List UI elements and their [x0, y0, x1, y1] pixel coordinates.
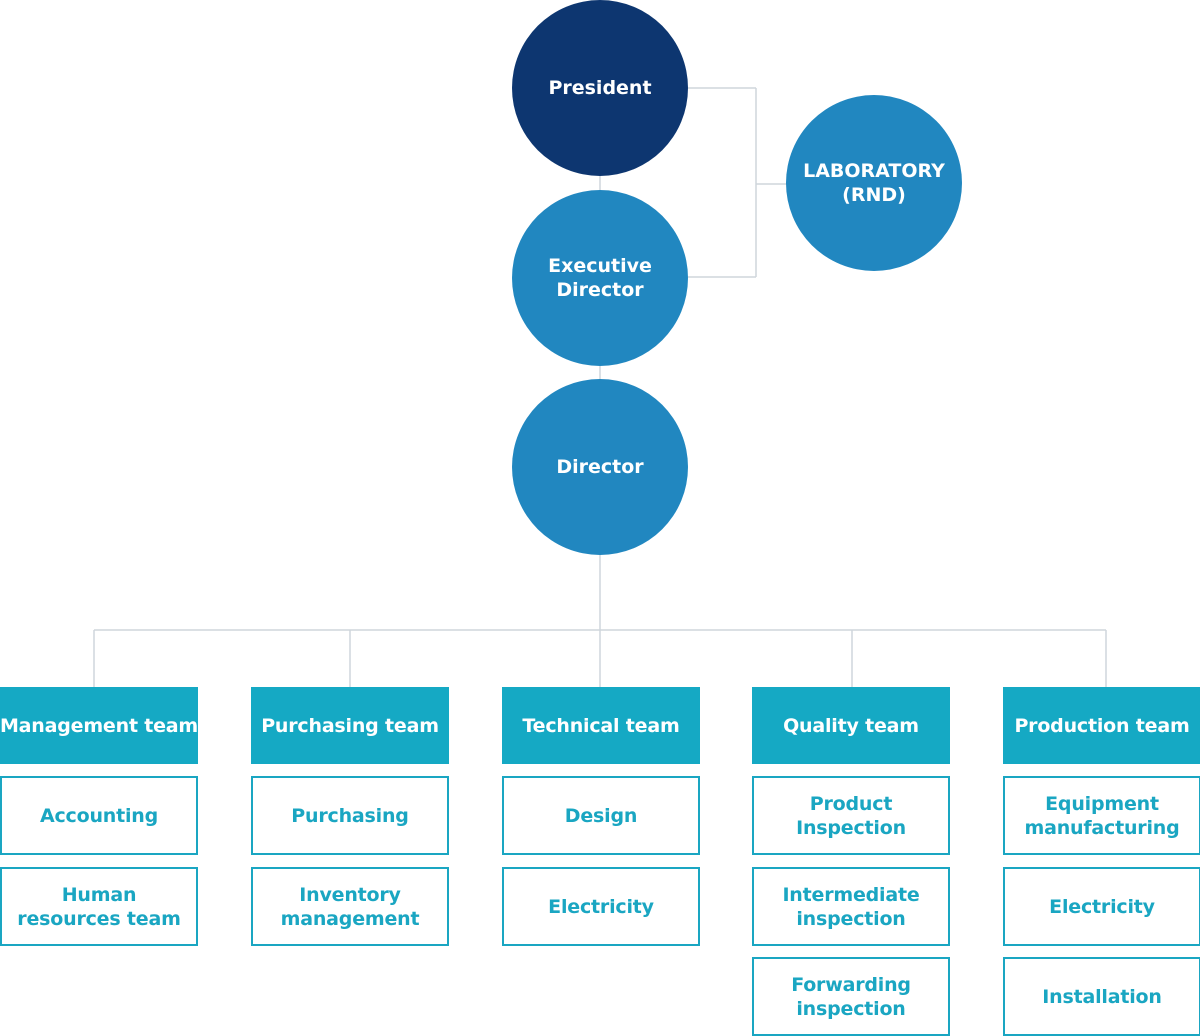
- team-header: Quality team: [752, 687, 950, 764]
- unit-box: Forwarding inspection: [752, 957, 950, 1036]
- team-header: Management team: [0, 687, 198, 764]
- unit-box: Electricity: [1003, 867, 1200, 946]
- unit-box: Inventory management: [251, 867, 449, 946]
- unit-box: Accounting: [0, 776, 198, 855]
- unit-box: Installation: [1003, 957, 1200, 1036]
- unit-box: Intermediate inspection: [752, 867, 950, 946]
- team-header: Purchasing team: [251, 687, 449, 764]
- unit-box: Product Inspection: [752, 776, 950, 855]
- unit-box: Equipment manufacturing: [1003, 776, 1200, 855]
- president-node: President: [512, 0, 688, 176]
- unit-box: Design: [502, 776, 700, 855]
- team-header: Production team: [1003, 687, 1200, 764]
- director-node: Director: [512, 379, 688, 555]
- laboratory-node: LABORATORY (RND): [786, 95, 962, 271]
- unit-box: Electricity: [502, 867, 700, 946]
- unit-box: Purchasing: [251, 776, 449, 855]
- team-header: Technical team: [502, 687, 700, 764]
- unit-box: Human resources team: [0, 867, 198, 946]
- executive-director-node: Executive Director: [512, 190, 688, 366]
